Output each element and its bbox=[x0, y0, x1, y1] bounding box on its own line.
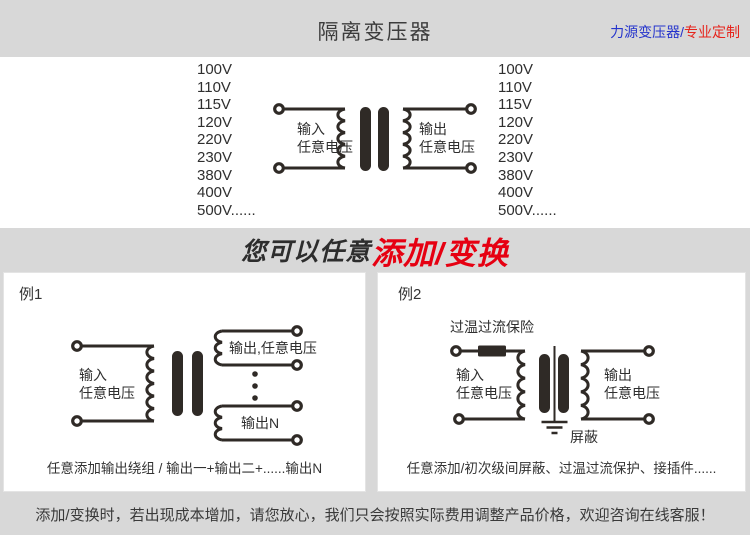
example1-title: 例1 bbox=[19, 286, 43, 303]
terminal bbox=[291, 434, 303, 446]
input-label-line1: 输入 bbox=[456, 367, 484, 383]
terminal bbox=[273, 103, 285, 115]
voltage-item: 115V bbox=[498, 96, 532, 114]
voltage-item: 220V bbox=[197, 131, 233, 149]
input-label-line1: 输入 bbox=[297, 121, 325, 137]
input-coil bbox=[336, 107, 346, 170]
voltage-item: 110V bbox=[197, 78, 231, 96]
voltage-item: 220V bbox=[498, 131, 534, 149]
fuse-icon bbox=[478, 345, 506, 357]
page-title: 隔离变压器 bbox=[317, 21, 433, 44]
voltage-item: 400V bbox=[197, 184, 233, 202]
more-windings-dots bbox=[252, 371, 258, 401]
voltage-item: 230V bbox=[197, 148, 233, 166]
header: 隔离变压器 力源变压器/专业定制 bbox=[0, 0, 750, 57]
input-winding bbox=[460, 349, 526, 421]
voltage-item: 500V...... bbox=[498, 201, 557, 219]
output-winding bbox=[402, 107, 467, 170]
output-coil-top bbox=[213, 329, 223, 367]
terminal bbox=[71, 415, 83, 427]
example2-diagram bbox=[450, 345, 655, 435]
voltage-item: 500V...... bbox=[197, 201, 256, 219]
footer-notice: 添加/变换时，若出现成本增加，请您放心，我们只会按照实际费用调整产品价格，欢迎咨… bbox=[35, 507, 715, 524]
input-label-line1: 输入 bbox=[79, 367, 107, 383]
example2-caption: 任意添加/初次级间屏蔽、过温过流保护、接插件...... bbox=[406, 461, 717, 476]
example1-output-top-label: 输出,任意电压 bbox=[229, 340, 317, 356]
example2-input-label: 输入 任意电压 bbox=[456, 367, 512, 402]
input-label: 输入 任意电压 bbox=[297, 121, 353, 156]
input-coil bbox=[516, 349, 526, 421]
terminal bbox=[71, 340, 83, 352]
output-label-line1: 输出 bbox=[604, 367, 632, 383]
voltage-item: 120V bbox=[197, 113, 233, 131]
output-winding-top bbox=[213, 329, 293, 367]
terminal bbox=[450, 345, 462, 357]
terminals bbox=[273, 103, 477, 174]
output-winding-n bbox=[213, 404, 293, 442]
banner-highlight: 添加/变换 bbox=[371, 235, 509, 271]
input-winding bbox=[81, 344, 155, 423]
brand-name: 力源变压器/ bbox=[610, 24, 684, 40]
terminals bbox=[450, 345, 655, 425]
output-label-line2: 任意电压 bbox=[604, 384, 660, 401]
terminals bbox=[71, 325, 303, 446]
output-coil-n bbox=[213, 404, 223, 442]
footer: 添加/变换时，若出现成本增加，请您放心，我们只会按照实际费用调整产品价格，欢迎咨… bbox=[0, 492, 750, 535]
terminal bbox=[643, 413, 655, 425]
voltage-item: 400V bbox=[498, 184, 534, 202]
input-label-line2: 任意电压 bbox=[297, 138, 353, 155]
output-winding bbox=[580, 349, 645, 421]
output-coil bbox=[402, 107, 412, 170]
example2-panel: 例2 过温过流保险 输入 任意电压 输出 任意电压 屏蔽 任意添加/初次级间屏蔽… bbox=[377, 272, 746, 492]
example2-title: 例2 bbox=[398, 286, 422, 303]
voltage-item: 380V bbox=[498, 166, 534, 184]
brand-tagline: 专业定制 bbox=[684, 24, 740, 40]
input-label-line2: 任意电压 bbox=[456, 384, 512, 401]
banner-prefix: 您可以任意 bbox=[241, 238, 372, 266]
transformer-core bbox=[172, 351, 203, 416]
example2-shield-label: 屏蔽 bbox=[570, 429, 598, 445]
voltage-item: 230V bbox=[498, 148, 534, 166]
example2-output-label: 输出 任意电压 bbox=[604, 367, 660, 402]
transformer-core bbox=[360, 107, 389, 171]
terminal bbox=[291, 325, 303, 337]
example1-panel: 例1 输入 任意电压 输出,任意电压 输出N 任意添加输出绕组 / 输出一+输出… bbox=[3, 272, 366, 492]
terminal bbox=[273, 162, 285, 174]
shield-ground-icon bbox=[541, 346, 568, 435]
voltage-item: 115V bbox=[197, 96, 231, 114]
example1-output-n-label: 输出N bbox=[241, 415, 280, 431]
terminal bbox=[291, 400, 303, 412]
output-coil bbox=[580, 349, 590, 421]
terminal bbox=[453, 413, 465, 425]
output-label: 输出 任意电压 bbox=[419, 121, 475, 156]
voltage-item: 100V bbox=[498, 61, 534, 78]
voltage-item: 380V bbox=[197, 166, 233, 184]
banner: 您可以任意添加/变换 bbox=[0, 228, 750, 272]
input-winding bbox=[283, 107, 346, 170]
example2-fuse-label: 过温过流保险 bbox=[450, 319, 534, 335]
terminal bbox=[465, 103, 477, 115]
voltage-item: 100V bbox=[197, 61, 233, 78]
terminal bbox=[643, 345, 655, 357]
example1-input-label: 输入 任意电压 bbox=[79, 367, 135, 402]
terminal bbox=[291, 359, 303, 371]
output-label-line2: 任意电压 bbox=[419, 138, 475, 155]
example1-caption: 任意添加输出绕组 / 输出一+输出二+......输出N bbox=[46, 461, 323, 476]
terminal bbox=[465, 162, 477, 174]
output-label-line1: 输出 bbox=[419, 121, 447, 137]
transformer-core bbox=[539, 354, 569, 413]
input-coil bbox=[145, 344, 155, 423]
voltage-item: 120V bbox=[498, 113, 534, 131]
example1-diagram bbox=[71, 325, 303, 446]
brand-text: 力源变压器/专业定制 bbox=[610, 22, 740, 42]
voltage-item: 110V bbox=[498, 78, 532, 96]
main-transformer-diagram bbox=[273, 103, 477, 174]
input-label-line2: 任意电压 bbox=[79, 384, 135, 401]
